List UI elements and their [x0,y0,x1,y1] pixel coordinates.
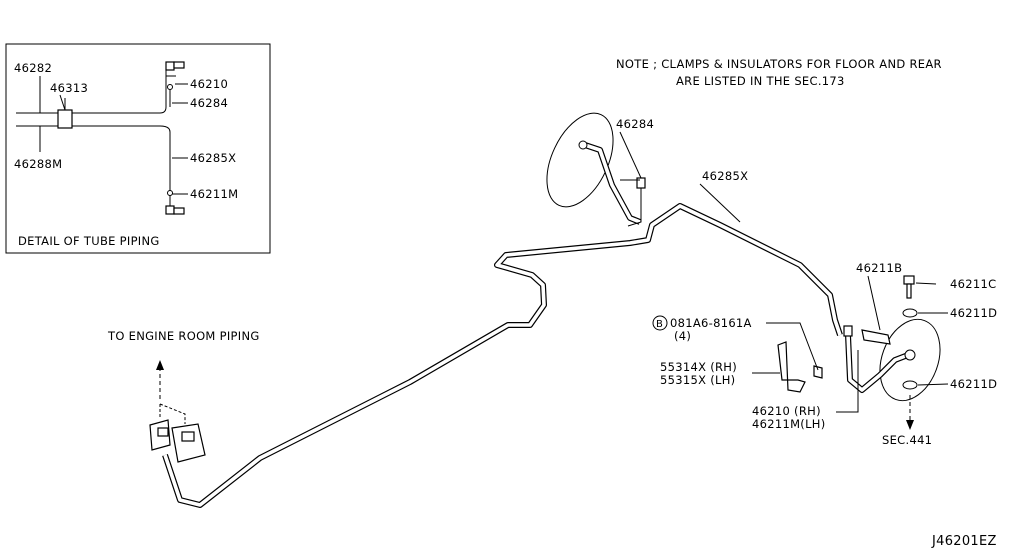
detail-label-46284: 46284 [190,96,228,110]
note-line-2: ARE LISTED IN THE SEC.173 [676,74,845,88]
detail-caption: DETAIL OF TUBE PIPING [18,234,160,248]
detail-box [5,43,271,254]
detail-label-46282: 46282 [14,61,52,75]
label-bracket-lh: 55315X (LH) [660,373,735,387]
label-46211D-top: 46211D [950,306,997,320]
arrow-up-icon [156,360,164,370]
detail-label-46313: 46313 [50,81,88,95]
label-sec441: SEC.441 [882,433,932,447]
bolt-marker: B [652,315,668,331]
label-bolt-qty: (4) [674,329,691,343]
label-engine-room: TO ENGINE ROOM PIPING [107,329,260,343]
label-46285X: 46285X [702,169,748,183]
label-46284: 46284 [616,117,654,131]
label-bolt-code: 081A6-8161A [670,316,752,330]
detail-label-46211M: 46211M [190,187,238,201]
detail-label-46285X: 46285X [190,151,236,165]
main-brake-pipe [162,203,843,508]
diagram-code: J46201EZ [931,534,997,549]
arrow-down-icon [906,420,914,430]
detail-label-46288M: 46288M [14,157,62,171]
label-46211C: 46211C [950,277,996,291]
engine-room-connector [149,403,206,463]
label-46211B: 46211B [856,261,902,275]
rear-right-hose-assembly [843,275,941,420]
label-hose-lh: 46211M(LH) [752,417,826,431]
label-hose-rh: 46210 (RH) [752,404,821,418]
label-bracket-rh: 55314X (RH) [660,360,737,374]
note-line-1: NOTE ; CLAMPS & INSULATORS FOR FLOOR AND… [616,57,942,71]
detail-label-46210: 46210 [190,77,228,91]
label-46211D-bottom: 46211D [950,377,997,391]
bracket-55314X [777,341,823,393]
bolt-marker-letter: B [656,319,663,330]
